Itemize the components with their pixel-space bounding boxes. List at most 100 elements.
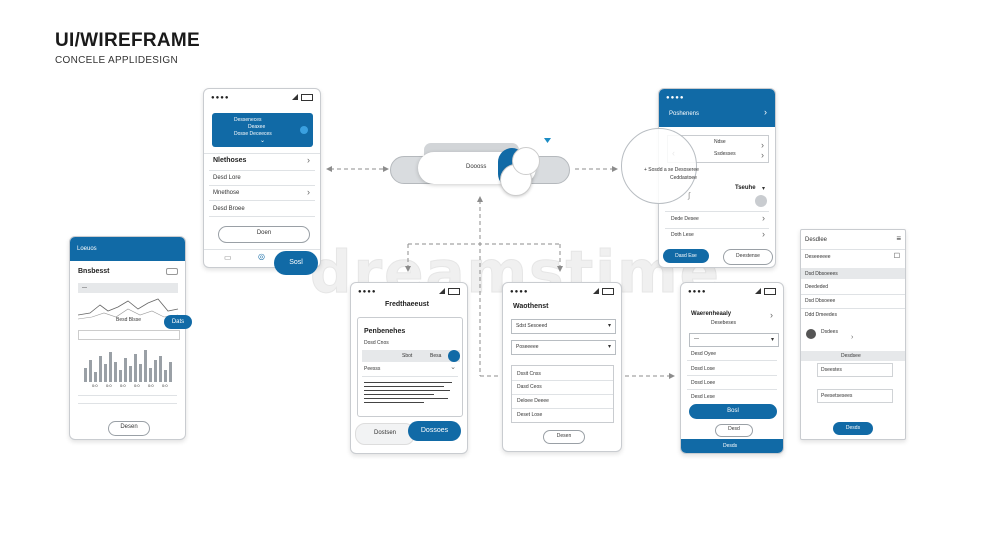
select-2-value: Poseeeee	[516, 344, 539, 350]
secondary-button[interactable]: Dostsen	[355, 423, 415, 445]
bar	[104, 364, 107, 382]
login-button[interactable]: Bosl	[689, 404, 777, 419]
login-row-2[interactable]: Dosd Lose	[691, 366, 715, 372]
list-row-1[interactable]: Deseeeeee	[805, 254, 831, 260]
paragraph-placeholder	[364, 382, 454, 406]
divider	[209, 170, 315, 171]
status-bar: ●●●●	[503, 283, 621, 297]
media-right-label: Besa	[430, 353, 442, 359]
primary-button[interactable]: Dossoes	[408, 421, 461, 441]
divider	[362, 376, 458, 377]
bar	[164, 370, 167, 382]
settings-row-2-label[interactable]: Desd Lore	[213, 175, 241, 181]
menu-icon[interactable]: ≡	[896, 234, 901, 243]
settings-row-4-label[interactable]: Desd Broee	[213, 206, 245, 212]
pill-knob-secondary[interactable]	[512, 147, 540, 175]
settings-row-1-label[interactable]: Nlethoses	[213, 157, 247, 164]
select-1-value: Sdst Sesoeed	[516, 323, 548, 329]
section-label: Desdsee	[841, 353, 861, 359]
secondary-button[interactable]: Desd	[715, 424, 753, 437]
chart-label: Besd Blsse	[116, 317, 142, 323]
toggle-icon[interactable]	[166, 268, 178, 275]
magnifier-line-2: Ceddastoee	[670, 175, 697, 181]
chevron-right-icon[interactable]: ›	[770, 310, 773, 320]
login-select[interactable]: — ▾	[689, 333, 779, 347]
user-name[interactable]: Dsdees	[821, 329, 838, 335]
arrowhead-login	[669, 373, 675, 379]
dashboard-header: Loeuos	[70, 237, 185, 261]
bar	[89, 360, 92, 382]
banner-line-3: Dosse Deceeces	[234, 131, 272, 137]
list-field-2[interactable]: Peesetsesees	[817, 389, 893, 403]
chevron-right-icon: ›	[761, 140, 764, 150]
option-1[interactable]: Dssit Cnss	[517, 371, 541, 377]
secondary-button[interactable]: Deestense	[723, 249, 773, 265]
profile-row-2[interactable]: Doth Lese	[671, 232, 694, 238]
divider	[512, 394, 613, 395]
list-field-1[interactable]: Dseestes	[817, 363, 893, 377]
status-bar: ●●●●	[351, 283, 467, 297]
done-button[interactable]: Desen	[108, 421, 150, 436]
option-3[interactable]: Deloee Deeee	[517, 398, 549, 404]
chevron-right-icon: ›	[761, 150, 764, 160]
bar-tick-label: 0:0	[106, 383, 112, 388]
fab-button[interactable]: Sosl	[274, 251, 318, 275]
magnifier-circle: + Sosdd a se Desoseree Ceddastoee ∫	[621, 128, 699, 204]
select-field-2[interactable]: Poseeeee ▾	[511, 340, 616, 355]
chat-tab-icon[interactable]: ◎	[258, 252, 265, 261]
login-row-4[interactable]: Desd Lese	[691, 394, 715, 400]
chevron-down-icon: ⌄	[260, 138, 266, 144]
list-header: Desdlee	[805, 237, 828, 243]
signal-dots-icon: ●●●●	[688, 289, 707, 295]
checkbox-icon[interactable]: ☐	[893, 253, 900, 260]
list-row-highlighted[interactable]: Dsd Dbsoeees	[801, 268, 905, 279]
dropdown-icon: ▾	[761, 186, 765, 192]
avatar	[806, 329, 816, 339]
status-bar: ●●●●	[204, 89, 320, 103]
bar-tick-label: 0:0	[134, 383, 140, 388]
login-footer: Desds	[681, 439, 783, 453]
done-button[interactable]: Doen	[218, 226, 310, 243]
signal-dots-icon: ●●●●	[666, 95, 685, 101]
options-list: Dssit Cnss Dasd Ceos Deloee Deeee Deset …	[511, 365, 614, 423]
signature-icon: ∫	[688, 191, 691, 200]
chevron-right-icon: ›	[307, 187, 310, 197]
banner-card[interactable]: Desseneces Deaxee Dosse Deceeces ⌄	[212, 113, 313, 147]
filter-field[interactable]	[78, 330, 180, 340]
toggle-icon[interactable]	[300, 126, 308, 134]
play-icon[interactable]	[448, 350, 460, 362]
list-row-3[interactable]: Deededed	[805, 284, 829, 290]
login-row-3[interactable]: Dosd Loee	[691, 380, 716, 386]
chevron-right-icon[interactable]: ›	[764, 107, 767, 117]
info-row-2: Ssdesses	[714, 151, 736, 157]
home-tab-icon[interactable]: ▭	[224, 253, 232, 262]
card-row-label: Peesss	[364, 366, 381, 372]
bar	[84, 368, 87, 382]
diagram-title: UI/WIREFRAME	[55, 30, 201, 51]
bar	[129, 366, 132, 382]
login-row-1[interactable]: Desd Oyee	[691, 351, 717, 357]
profile-row-1[interactable]: Dede Desee	[671, 216, 699, 222]
option-4[interactable]: Deset Lose	[517, 412, 543, 418]
search-field[interactable]: —	[78, 283, 178, 293]
primary-button[interactable]: Dasd Ese	[663, 249, 709, 263]
form-title: Waothenst	[513, 303, 549, 310]
screen-form-options: ●●●● Waothenst Sdst Sesoeed ▾ Poseeeee ▾…	[502, 282, 622, 452]
option-2[interactable]: Dasd Ceos	[517, 384, 542, 390]
submit-button[interactable]: Desds	[833, 422, 873, 435]
login-select-value: —	[694, 336, 699, 342]
arrowhead-down-left	[405, 266, 411, 272]
data-fab-button[interactable]: Dats	[164, 315, 192, 329]
arrowhead-left	[326, 166, 332, 172]
list-row-5[interactable]: Ddd Dmeedes	[805, 312, 837, 318]
arrowhead-up	[477, 196, 483, 202]
done-button[interactable]: Desen	[543, 430, 585, 444]
bar	[114, 362, 117, 382]
line-chart	[78, 298, 179, 320]
toggle-icon[interactable]	[755, 195, 767, 207]
battery-icon	[602, 288, 614, 295]
list-row-4[interactable]: Dsd Dbsoeee	[805, 298, 836, 304]
settings-row-3-label[interactable]: Mnethose	[213, 190, 240, 196]
field-1-value: Dseestes	[821, 367, 842, 373]
select-field-1[interactable]: Sdst Sesoeed ▾	[511, 319, 616, 334]
